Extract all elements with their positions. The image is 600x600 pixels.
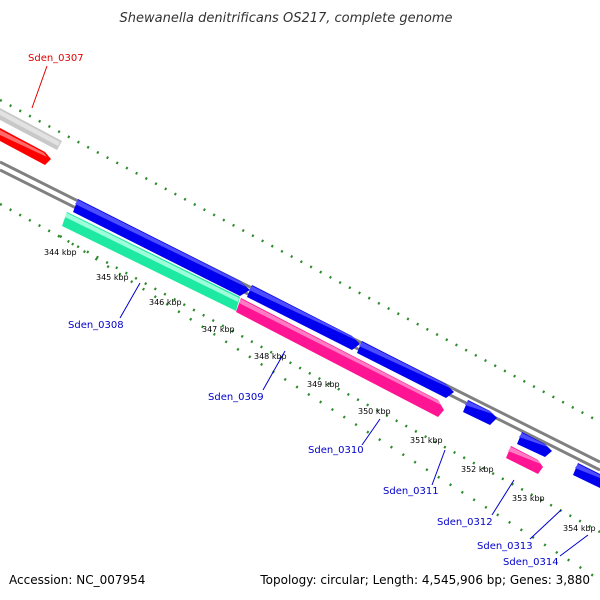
gene-blue-3[interactable] (357, 341, 454, 398)
kbp-label: 345 kbp (96, 273, 129, 282)
gene-sden-0312[interactable] (506, 446, 543, 474)
kbp-label: 351 kbp (410, 436, 443, 445)
kbp-label: 354 kbp (563, 524, 596, 533)
gene-blue-1[interactable] (73, 199, 250, 296)
gene-label[interactable]: Sden_0313 (477, 541, 533, 552)
gene-label[interactable]: Sden_0312 (437, 517, 493, 528)
gene-label[interactable]: Sden_0311 (383, 486, 439, 497)
gene-blue-2[interactable] (247, 285, 360, 350)
kbp-labels: 344 kbp 345 kbp 346 kbp 347 kbp 348 kbp … (44, 248, 596, 533)
inner-tick-ring (0, 202, 600, 582)
gene-label[interactable]: Sden_0310 (308, 445, 364, 456)
gene-sden-0309[interactable] (236, 298, 444, 417)
gene-label[interactable]: Sden_0309 (208, 392, 264, 403)
kbp-label: 347 kbp (202, 325, 235, 334)
kbp-label: 352 kbp (461, 465, 494, 474)
kbp-label: 350 kbp (358, 407, 391, 416)
gene-label[interactable]: Sden_0307 (28, 53, 84, 64)
gene-label[interactable]: Sden_0308 (68, 320, 124, 331)
genome-summary-text: Topology: circular; Length: 4,545,906 bp… (260, 573, 590, 587)
gene-blue-6[interactable] (573, 463, 600, 488)
kbp-label: 346 kbp (149, 298, 182, 307)
kbp-label: 344 kbp (44, 248, 77, 257)
outer-tick-ring (0, 98, 600, 424)
gene-blue-4[interactable] (463, 400, 497, 425)
map-title: Shewanella denitrificans OS217, complete… (120, 11, 453, 26)
gene-blue-5[interactable] (517, 432, 552, 457)
gene-label[interactable]: Sden_0314 (503, 557, 559, 568)
label-leaders (31, 65, 589, 557)
gene-gray-feature[interactable] (0, 108, 62, 150)
gene-sden-0308[interactable] (62, 212, 240, 311)
kbp-label: 348 kbp (254, 352, 287, 361)
gene-sden-0307[interactable] (0, 128, 51, 165)
accession-text: Accession: NC_007954 (9, 573, 146, 587)
kbp-label: 353 kbp (512, 494, 545, 503)
kbp-label: 349 kbp (307, 380, 340, 389)
